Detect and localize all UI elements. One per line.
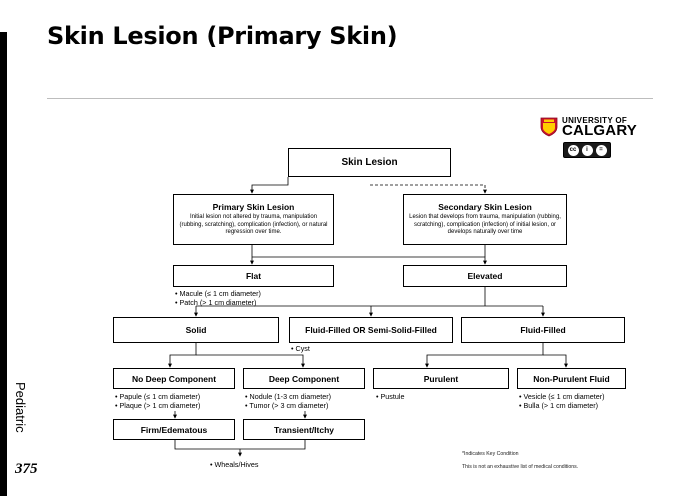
fluid-semi-solid-item: • Cyst [291,344,310,353]
flat-item: • Macule (≤ 1 cm diameter) [175,289,261,298]
transient-itchy-node: Transient/Itchy [243,419,365,440]
firm-edematous-node: Firm/Edematous [113,419,235,440]
non-purulent-item: • Vesicle (≤ 1 cm diameter) [519,392,605,401]
deep-item: • Tumor (> 3 cm diameter) [245,401,329,410]
secondary-lesion-node: Secondary Skin Lesion Lesion that develo… [403,194,567,245]
transient-itchy-title: Transient/Itchy [274,424,334,435]
skin-lesion-title: Skin Lesion [341,156,398,168]
not-exhaustive-footnote: This is not an exhaustive list of medica… [462,464,579,470]
wheals-item: • Wheals/Hives [210,460,259,469]
skin-lesion-node: Skin Lesion [288,148,451,177]
solid-node: Solid [113,317,279,343]
deep-component-node: Deep Component [243,368,365,389]
non-purulent-fluid-title: Non-Purulent Fluid [533,373,610,384]
deep-item: • Nodule (1-3 cm diameter) [245,392,332,401]
fluid-filled-node: Fluid-Filled [461,317,625,343]
primary-lesion-title: Primary Skin Lesion [212,202,295,213]
non-purulent-item: • Bulla (> 1 cm diameter) [519,401,599,410]
flat-title: Flat [245,271,262,281]
secondary-lesion-title: Secondary Skin Lesion [438,202,532,213]
page-title: Skin Lesion (Primary Skin) [47,22,398,50]
nd-icon: = [595,144,607,156]
section-label: Pediatric [13,382,28,433]
deep-component-title: Deep Component [268,373,340,384]
university-name-line2: CALGARY [562,122,638,139]
fluid-semi-solid-title: Fluid-Filled OR Semi-Solid-Filled [305,325,437,335]
creative-commons-license-badge: cc i = [563,142,611,158]
primary-lesion-desc: Initial lesion not altered by trauma, ma… [179,214,328,236]
no-deep-component-node: No Deep Component [113,368,235,389]
flat-node: Flat [173,265,334,287]
elevated-title: Elevated [467,271,503,281]
no-deep-item: • Plaque (> 1 cm diameter) [115,401,201,410]
title-divider [47,98,653,99]
purulent-title: Purulent [423,373,459,384]
primary-lesion-node: Primary Skin Lesion Initial lesion not a… [173,194,334,245]
firm-edematous-title: Firm/Edematous [140,424,208,435]
solid-title: Solid [185,325,207,335]
flat-item: • Patch (> 1 cm diameter) [175,298,257,307]
elevated-node: Elevated [403,265,567,287]
university-shield-logo [540,117,558,137]
key-condition-footnote: *Indicates Key Condition [462,451,519,457]
non-purulent-fluid-node: Non-Purulent Fluid [517,368,626,389]
purulent-node: Purulent [373,368,509,389]
secondary-lesion-desc: Lesion that develops from trauma, manipu… [409,214,561,236]
purulent-item: • Pustule [376,392,405,401]
left-edge-bar [0,32,7,496]
cc-icon: cc [567,144,579,156]
university-name-line1: UNIVERSITY OF [562,116,628,125]
no-deep-item: • Papule (≤ 1 cm diameter) [115,392,201,401]
page-number: 375 [15,461,38,477]
fluid-filled-title: Fluid-Filled [520,325,566,335]
by-icon: i [581,144,593,156]
no-deep-component-title: No Deep Component [131,373,217,384]
fluid-semi-solid-node: Fluid-Filled OR Semi-Solid-Filled [289,317,453,343]
